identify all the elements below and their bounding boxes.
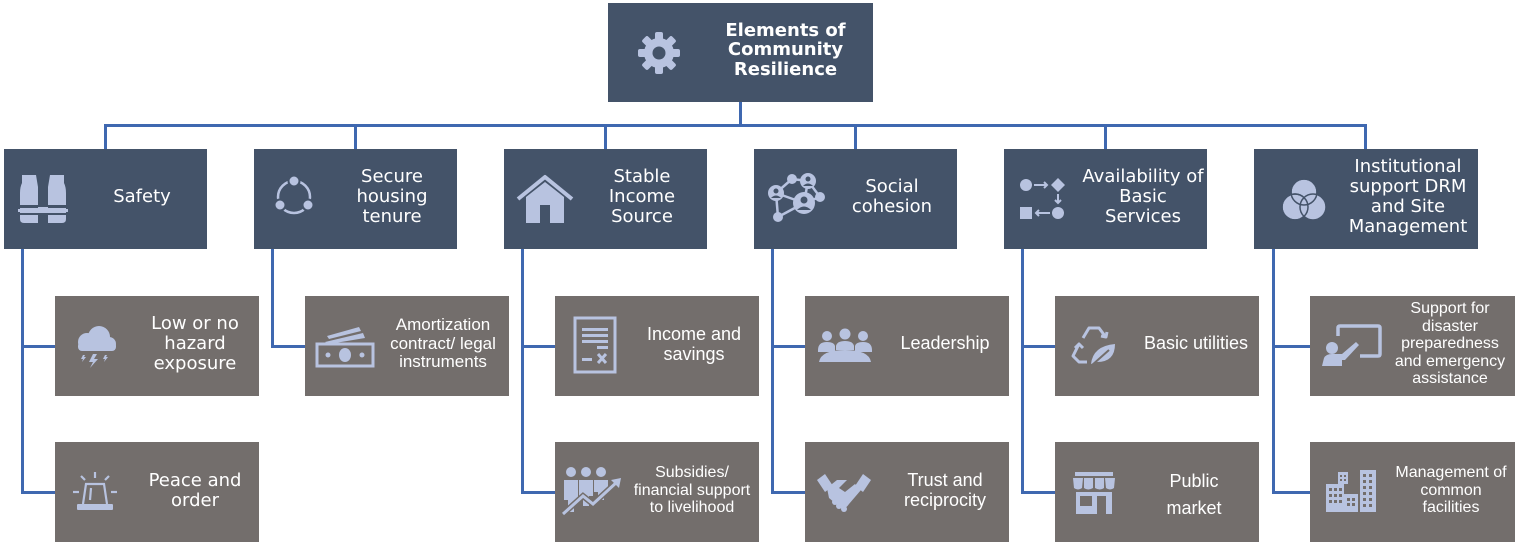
child-label: Basic utilities xyxy=(1143,333,1249,353)
child-amortization: Amortization contract/ legal instruments xyxy=(305,296,509,396)
recycle-leaf-icon xyxy=(1069,324,1119,368)
category-bus-line xyxy=(104,124,1367,127)
spine-safety xyxy=(21,248,24,494)
child-label: Low or no hazard exposure xyxy=(151,313,239,375)
branch-low-hazard xyxy=(21,345,55,348)
child-label: Income and savings xyxy=(646,324,742,364)
venn-diagram-icon xyxy=(1280,177,1328,223)
process-flow-icon xyxy=(1018,177,1066,221)
branch-public-market xyxy=(1021,491,1055,494)
branch-basic-utilities xyxy=(1021,345,1055,348)
root-title: Elements of Community Resilience xyxy=(725,20,846,80)
spine-basic-services xyxy=(1021,248,1024,494)
child-low-hazard-exposure: Low or no hazard exposure xyxy=(55,296,259,396)
category-label: Availability of Basic Services xyxy=(1082,166,1204,228)
child-label: Peace and order xyxy=(148,470,242,512)
child-label: Support for disaster preparedness and em… xyxy=(1394,300,1506,388)
branch-income-savings xyxy=(521,345,555,348)
presentation-icon xyxy=(1320,324,1382,368)
category-safety: Safety xyxy=(4,149,207,249)
category-social-cohesion: Social cohesion xyxy=(754,149,957,249)
child-label: Amortization contract/ legal instruments xyxy=(390,315,496,372)
spine-secure-housing xyxy=(271,248,274,348)
child-leadership: Leadership xyxy=(805,296,1009,396)
siren-icon xyxy=(71,470,119,512)
child-label: Trust and reciprocity xyxy=(903,470,987,510)
drop-basic-services xyxy=(1104,124,1107,149)
category-label: Secure housing tenure xyxy=(356,166,428,228)
category-label: Safety xyxy=(113,186,171,207)
drop-social-cohesion xyxy=(854,124,857,149)
category-secure-housing: Secure housing tenure xyxy=(254,149,457,249)
child-label: Subsidies/ financial support to liveliho… xyxy=(633,464,751,517)
handshake-icon xyxy=(815,472,873,514)
spine-social-cohesion xyxy=(771,248,774,494)
child-peace-and-order: Peace and order xyxy=(55,442,259,542)
branch-common-facilities xyxy=(1272,491,1310,494)
branch-leadership xyxy=(771,345,805,348)
meeting-icon xyxy=(817,328,873,364)
child-disaster-support: Support for disaster preparedness and em… xyxy=(1310,296,1515,396)
drop-institutional-support xyxy=(1364,124,1367,149)
child-label: Leadership xyxy=(900,333,990,353)
cycle-nodes-icon xyxy=(272,175,316,219)
category-basic-services: Availability of Basic Services xyxy=(1004,149,1207,249)
category-institutional-support: Institutional support DRM and Site Manag… xyxy=(1254,149,1478,249)
child-subsidies: Subsidies/ financial support to liveliho… xyxy=(555,442,759,542)
child-label: Management of common facilities xyxy=(1395,464,1507,517)
drop-safety xyxy=(104,124,107,149)
buildings-icon xyxy=(1324,470,1378,512)
storm-cloud-icon xyxy=(71,324,119,368)
money-bills-icon xyxy=(315,326,375,368)
branch-amortization xyxy=(271,345,305,348)
child-label: Public market xyxy=(1166,471,1222,518)
child-income-and-savings: Income and savings xyxy=(555,296,759,396)
document-icon xyxy=(573,316,617,374)
branch-subsidies xyxy=(521,491,555,494)
drop-stable-income xyxy=(604,124,607,149)
category-label: Stable Income Source xyxy=(608,166,676,228)
social-network-icon xyxy=(764,171,826,225)
life-vest-icon xyxy=(18,171,68,227)
spine-institutional-support xyxy=(1272,248,1275,494)
branch-peace-order xyxy=(21,491,55,494)
branch-trust xyxy=(771,491,805,494)
storefront-icon xyxy=(1071,472,1117,514)
child-trust-and-reciprocity: Trust and reciprocity xyxy=(805,442,1009,542)
house-icon xyxy=(516,173,574,225)
category-stable-income: Stable Income Source xyxy=(504,149,707,249)
root-connector xyxy=(739,102,742,126)
child-basic-utilities: Basic utilities xyxy=(1055,296,1259,396)
root-node: Elements of Community Resilience xyxy=(608,3,873,102)
people-growth-icon xyxy=(561,466,625,518)
spine-stable-income xyxy=(521,248,524,494)
child-common-facilities: Management of common facilities xyxy=(1310,442,1515,542)
category-label: Institutional support DRM and Site Manag… xyxy=(1348,156,1468,238)
child-public-market: Public market xyxy=(1055,442,1259,542)
drop-secure-housing xyxy=(354,124,357,149)
branch-disaster-support xyxy=(1272,345,1310,348)
gear-icon xyxy=(636,30,682,76)
category-label: Social cohesion xyxy=(851,176,933,218)
